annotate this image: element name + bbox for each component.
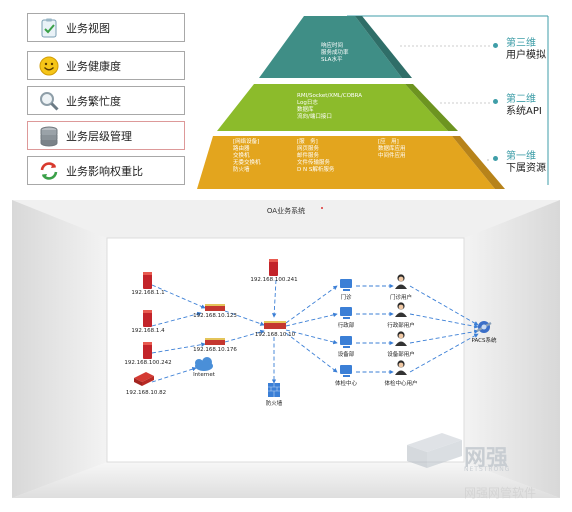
- tier1-column-network: [网络设备] 路由器 交换机 无委交换机 防火墙: [233, 139, 261, 174]
- node-label-server[interactable]: 192.168.100.241: [250, 277, 298, 283]
- tier1-column-service: [服 务] 网页服务 邮件服务 文件传输服务 D N S解析服务: [297, 139, 334, 174]
- menu-business-impact-button[interactable]: 业务影响权重比: [27, 156, 185, 185]
- watermark-latin-text: NETSTRONG: [464, 466, 511, 473]
- dimension-title: 第一维: [506, 151, 536, 162]
- node-label-firewall[interactable]: 防火墙: [265, 401, 283, 407]
- tier2-item: Log日志: [297, 100, 318, 106]
- router-node-icon: [134, 372, 154, 386]
- tier3-item: SLA水平: [321, 57, 343, 63]
- menu-business-health-button[interactable]: 业务健康度: [27, 51, 185, 80]
- dimension-subtitle: 用户模拟: [506, 50, 546, 61]
- tier1-column-header: [服 务]: [297, 139, 318, 145]
- refresh-arrows-icon: [40, 161, 58, 180]
- tier1-item: D N S解析服务: [297, 167, 335, 173]
- tier1-item: 防火墙: [233, 167, 250, 173]
- menu-label: 业务视图: [66, 21, 110, 35]
- watermark-logo-mark: [407, 433, 462, 468]
- node-label-pacs[interactable]: PACS系统: [471, 338, 497, 344]
- node-label-router[interactable]: 192.168.10.82: [125, 390, 167, 396]
- switch-node-icon: [205, 304, 286, 345]
- node-label-user[interactable]: 门诊用户: [389, 295, 413, 301]
- tier1-item: 交换机: [233, 153, 250, 159]
- topology-links: [151, 279, 479, 384]
- pyramid-tier-3: [259, 16, 402, 78]
- tier1-item: 邮件服务: [297, 153, 320, 159]
- stacked-disks-icon: [40, 126, 58, 146]
- tier2-item: 流向/端口接口: [297, 114, 332, 120]
- node-label-switch[interactable]: 192.168.10.176: [193, 347, 237, 353]
- node-label-user[interactable]: 设备部用户: [387, 352, 415, 358]
- watermark-caption: 网强网管软件: [464, 486, 537, 500]
- magnifier-icon: [40, 91, 59, 111]
- three-dimension-pyramid: [197, 15, 549, 189]
- node-label-pc[interactable]: 行政部: [337, 323, 355, 329]
- tier1-item: 网页服务: [297, 146, 320, 152]
- dimension-subtitle: 下属资源: [506, 163, 546, 174]
- node-label-user[interactable]: 行政部用户: [387, 323, 415, 329]
- tier1-item: 无委交换机: [233, 160, 261, 166]
- dimension-1-label: 第一维 下属资源: [506, 151, 546, 175]
- node-label-switch[interactable]: 192.168.10.123: [193, 313, 237, 319]
- firewall-node-icon: [268, 383, 280, 397]
- menu-business-view-button[interactable]: 业务视图: [27, 13, 185, 42]
- tier1-item: 中间件应用: [378, 153, 406, 159]
- pc-node-icon: [340, 279, 352, 377]
- node-label-server[interactable]: 192.168.1.4: [131, 328, 165, 334]
- menu-label: 业务健康度: [66, 59, 121, 73]
- menu-label: 业务层级管理: [66, 129, 132, 143]
- status-dot: [321, 207, 323, 209]
- tier1-column-header: [网络设备]: [233, 139, 260, 145]
- topology-view: OA业务系统 192.168.1.1 192.168.1.4 192.168.1…: [12, 200, 560, 498]
- tier2-item-list: RMI/Socket/XML/COBRA Log日志 数据库 流向/端口接口: [297, 93, 362, 121]
- business-dimension-panel: 业务视图 业务健康度 业务繁忙度 业务层级管理 业务影响权: [0, 0, 572, 198]
- tier1-column-application: [应 用] 数据库应用 中间件应用: [378, 139, 406, 160]
- dimension-subtitle: 系统API: [506, 106, 542, 117]
- tier1-column-header: [应 用]: [378, 139, 399, 145]
- tier1-item: 路由器: [233, 146, 250, 152]
- node-label-pc[interactable]: 体检中心: [334, 381, 358, 387]
- topology-canvas: [12, 200, 560, 498]
- tier3-item-list: 响应时间 服务成功率 SLA水平: [321, 43, 349, 64]
- node-label-server[interactable]: 192.168.1.1: [131, 290, 165, 296]
- menu-business-level-button[interactable]: 业务层级管理: [27, 121, 185, 150]
- node-label-pc[interactable]: 设备部: [337, 352, 355, 358]
- pyramid-tier-2: [217, 84, 448, 131]
- server-node-icon: [143, 259, 278, 359]
- user-node-icon: [395, 274, 407, 375]
- dimension-bullet: [493, 99, 498, 104]
- node-label-server[interactable]: 192.168.100.242: [124, 360, 172, 366]
- tier3-item: 响应时间: [321, 43, 344, 49]
- internet-cloud-icon: [195, 357, 213, 371]
- tier1-item: 数据库应用: [378, 146, 406, 152]
- dimension-3-label: 第三维 用户模拟: [506, 38, 546, 62]
- node-label-core-switch[interactable]: 192.168.10.10: [254, 332, 296, 338]
- dimension-title: 第三维: [506, 38, 536, 49]
- tier1-item: 文件传输服务: [297, 160, 331, 166]
- tier2-item: RMI/Socket/XML/COBRA: [297, 93, 363, 99]
- system-title: OA业务系统: [266, 207, 306, 215]
- smiley-face-icon: [39, 56, 59, 75]
- menu-business-busy-button[interactable]: 业务繁忙度: [27, 86, 185, 115]
- tier2-item: 数据库: [297, 107, 314, 113]
- dimension-bullet: [493, 156, 498, 161]
- pacs-system-icon: [476, 321, 492, 333]
- tier3-item: 服务成功率: [321, 50, 349, 56]
- pyramid-tier-1: [197, 136, 495, 189]
- node-label-pc[interactable]: 门诊: [340, 295, 352, 301]
- menu-label: 业务影响权重比: [66, 164, 143, 178]
- node-label-internet[interactable]: Internet: [193, 372, 215, 378]
- dimension-title: 第二维: [506, 94, 536, 105]
- clipboard-check-icon: [41, 18, 57, 37]
- dimension-bullet: [493, 43, 498, 48]
- watermark-logo-text: 网强: [464, 446, 509, 471]
- node-label-user[interactable]: 体检中心用户: [384, 381, 418, 387]
- dimension-2-label: 第二维 系统API: [506, 94, 542, 118]
- menu-label: 业务繁忙度: [66, 94, 121, 108]
